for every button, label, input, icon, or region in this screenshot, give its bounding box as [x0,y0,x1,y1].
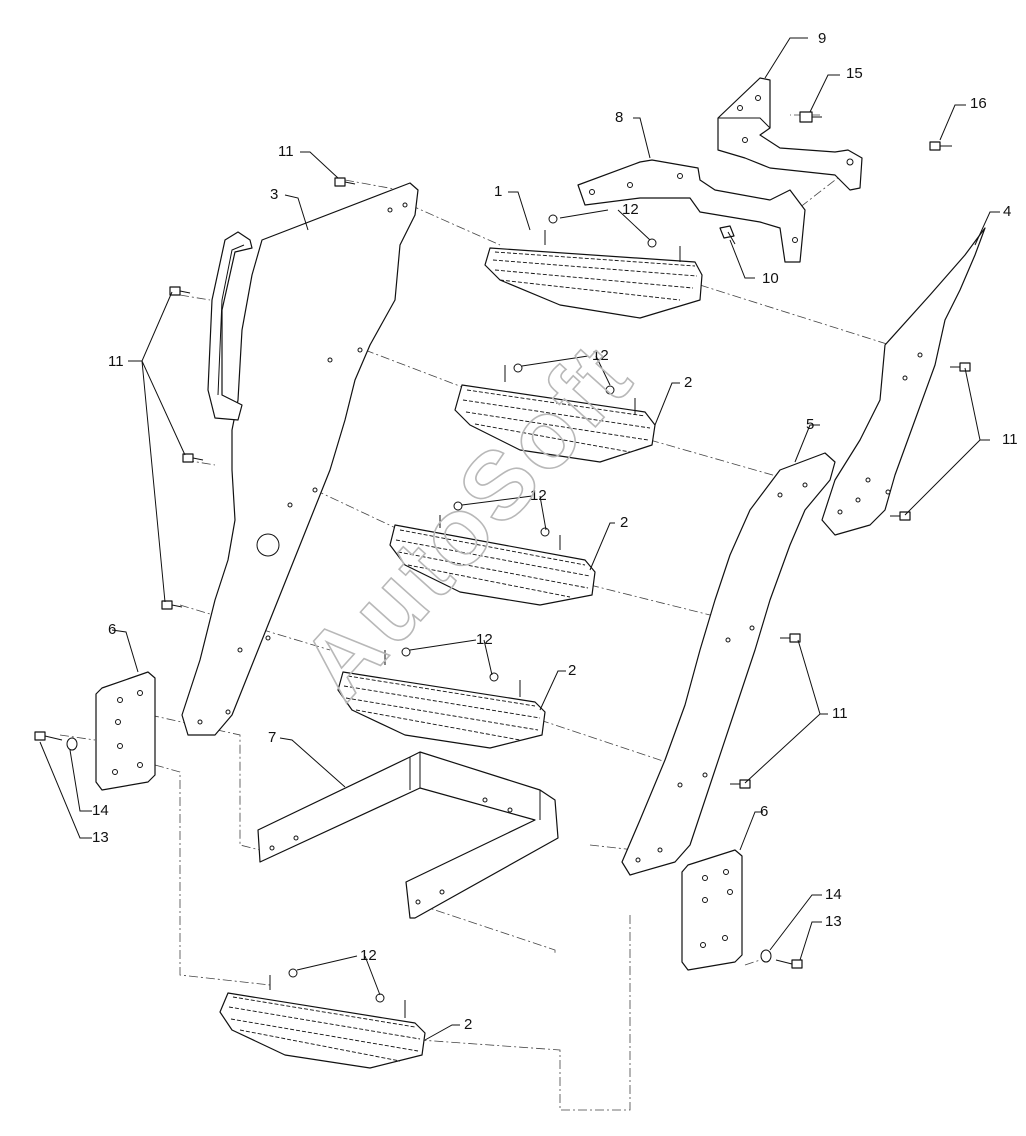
callout-2-lower: 2 [568,662,576,679]
part-15-bolt [799,111,822,123]
callout-2-upper: 2 [684,374,692,391]
callout-12-step2c: 12 [476,631,493,648]
part-16-bolt [929,141,952,151]
part-1-step [484,230,703,319]
callout-8: 8 [615,109,623,126]
callout-16: 16 [970,95,987,112]
callout-13-left: 13 [92,829,109,846]
callout-10: 10 [762,270,779,287]
callout-12-bottom: 12 [360,947,377,964]
part-5-right-side-plate [621,452,836,876]
callout-13-right: 13 [825,913,842,930]
leader-lines [39,37,1000,1041]
callout-15: 15 [846,65,863,82]
callout-3: 3 [270,186,278,203]
part-11-bolts-right [730,362,971,789]
callout-14-left: 14 [92,802,109,819]
part-10-bolt [719,225,736,245]
part-6-right-plate [681,849,743,971]
callout-1: 1 [494,183,502,200]
part-6-left-plate [95,671,156,791]
part-2-step-upper [454,365,656,463]
part-9-bracket [717,77,863,191]
part-7-u-bracket [257,751,559,919]
callout-12-step1: 12 [622,201,639,218]
callout-5: 5 [806,416,814,433]
part-4-bracket [821,227,986,536]
part-2-step-bottom [219,975,426,1069]
part-2-step-middle [389,515,596,606]
callout-labels: 9 15 16 8 10 11 3 1 12 4 11 12 2 5 11 12… [92,30,1018,1033]
callout-12-step2a: 12 [592,347,609,364]
callout-2-middle: 2 [620,514,628,531]
callout-11-top: 11 [278,143,294,160]
callout-11-lower-right: 11 [832,705,848,722]
part-13-14-left [34,731,78,751]
callout-12-step2b: 12 [530,487,547,504]
callout-11-left: 11 [108,353,124,370]
callout-11-right: 11 [1002,431,1018,448]
part-13-14-right [760,949,803,969]
callout-4: 4 [1003,203,1011,220]
part-8-bracket [577,159,806,263]
part-3-left-side-plate [181,182,419,736]
part-2-step-lower [337,650,546,749]
callout-2-bottom: 2 [464,1016,472,1033]
callout-6-left: 6 [108,621,116,638]
callout-6-right: 6 [760,803,768,820]
part-11-bolts-left [161,177,356,610]
callout-7: 7 [268,729,276,746]
callout-14-right: 14 [825,886,842,903]
callout-9: 9 [818,30,826,47]
